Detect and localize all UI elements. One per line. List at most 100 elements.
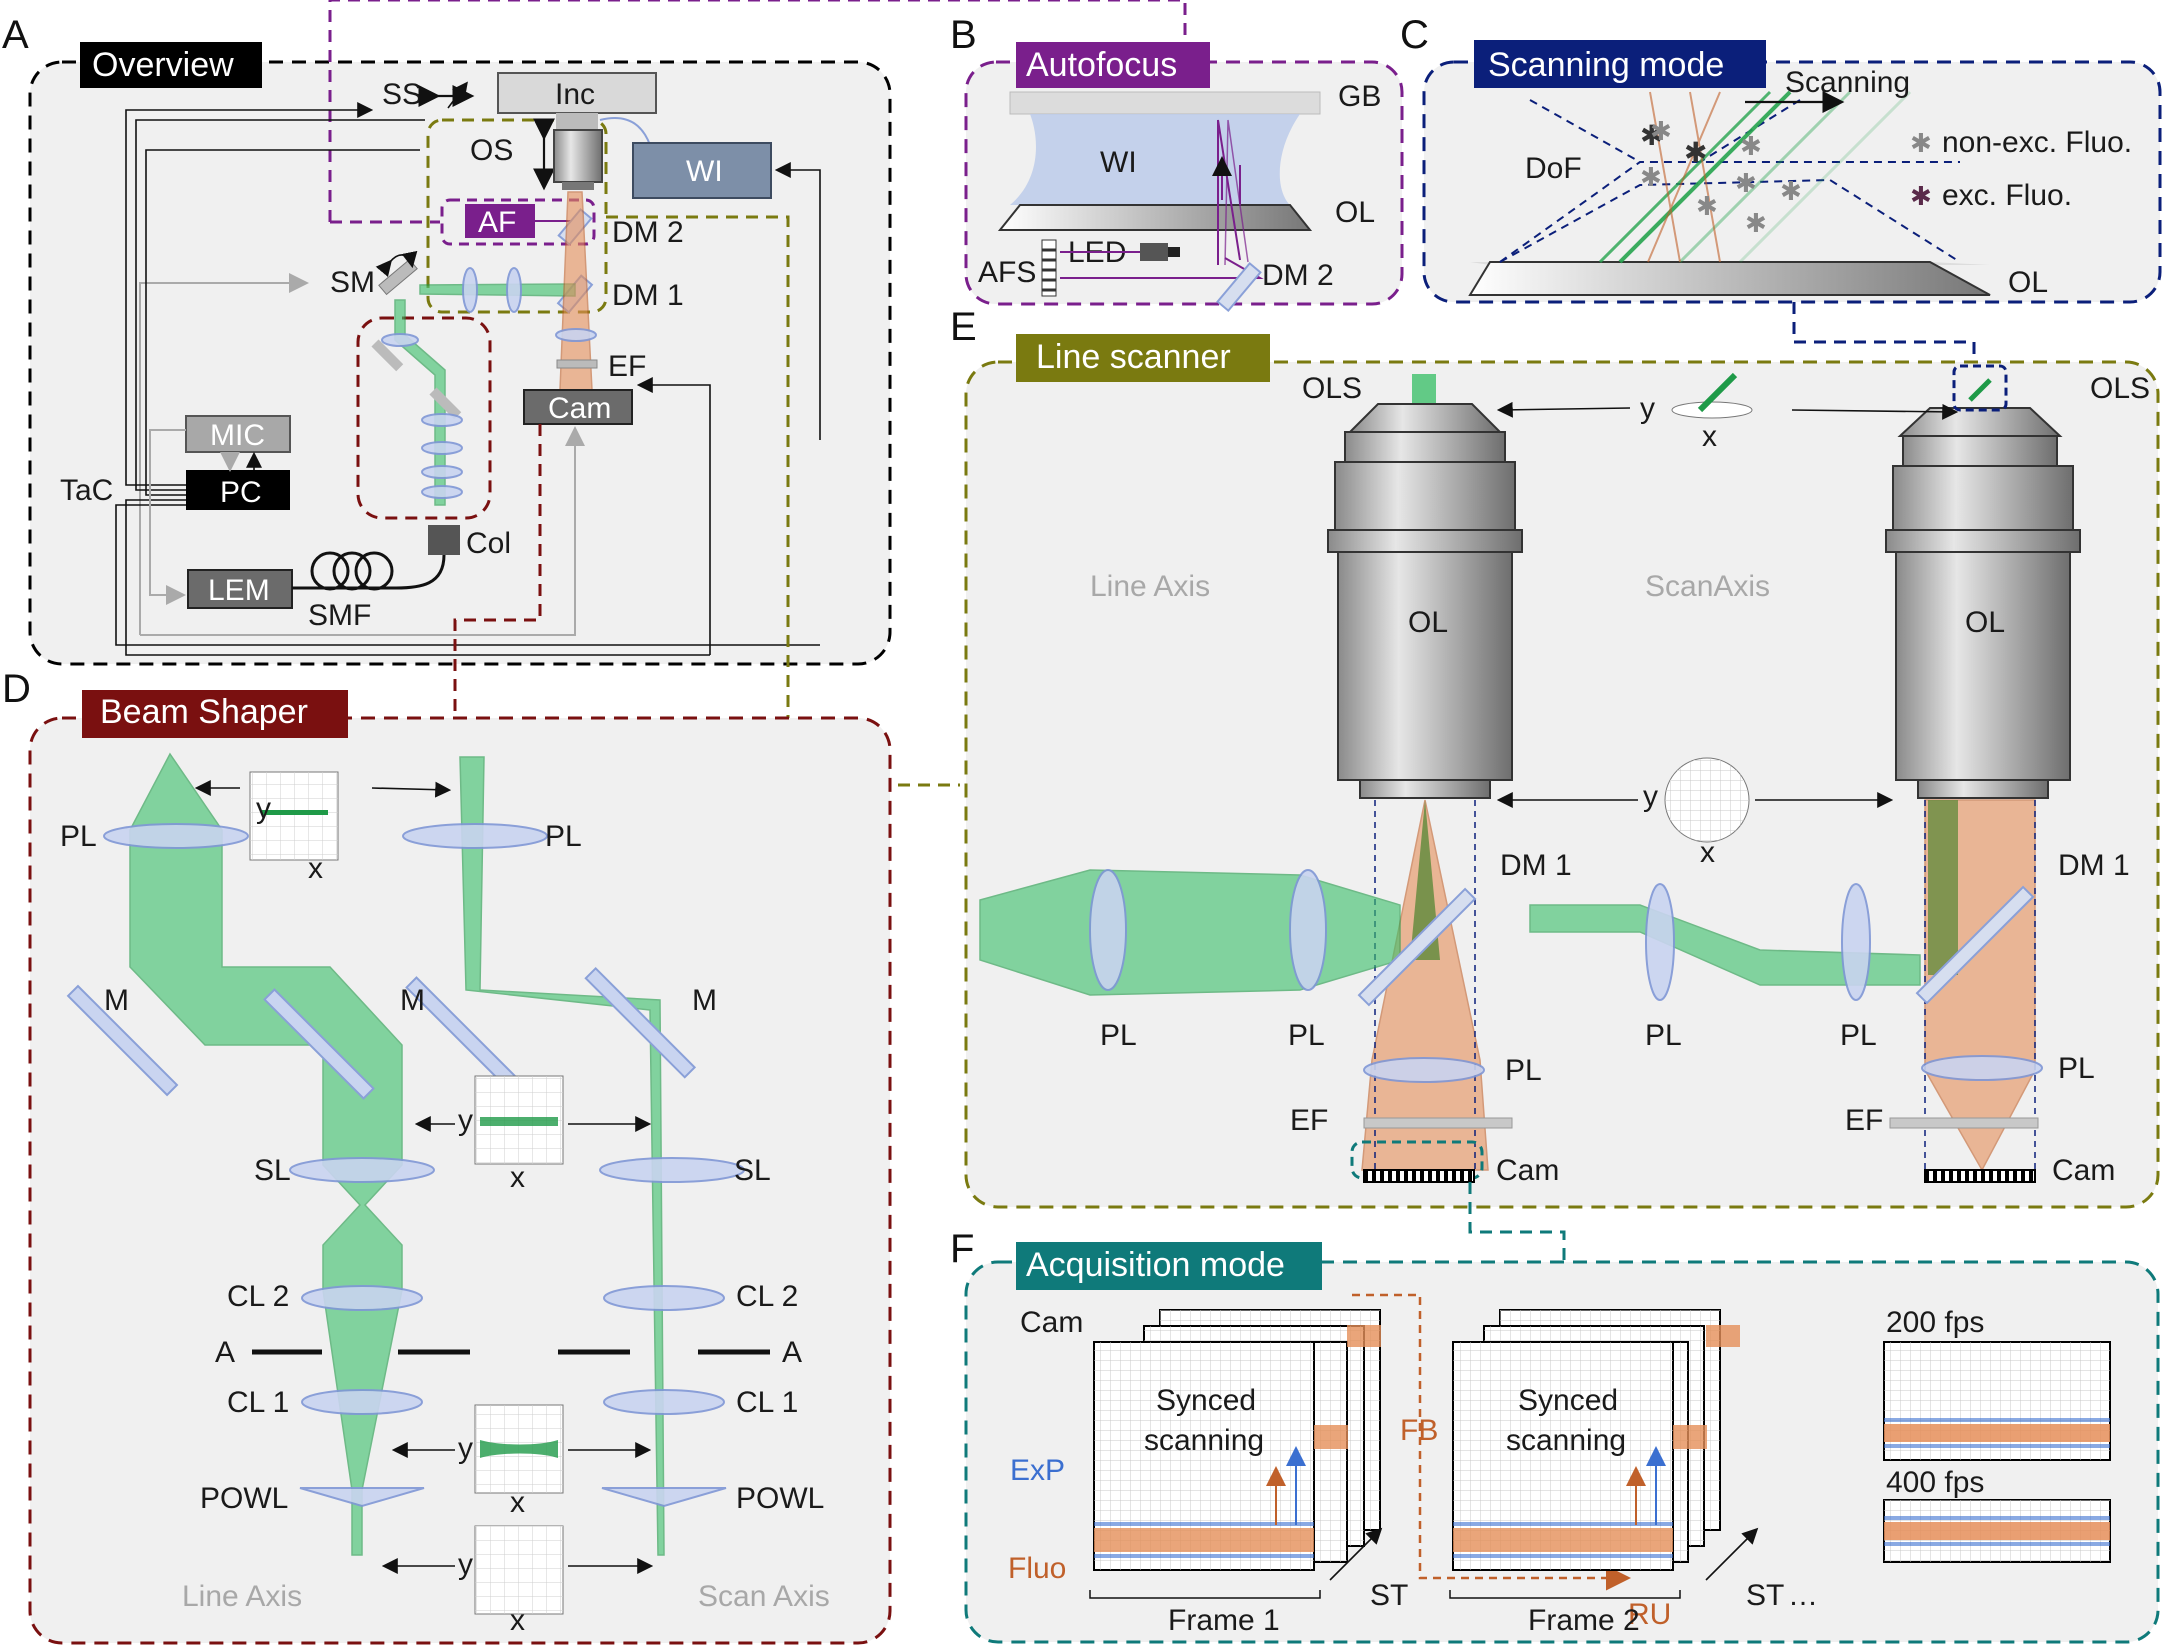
scanning-title-box [1474,40,1766,88]
cam-box [523,389,633,425]
objective-right [1885,407,2081,799]
pl-label-e2: PL [1288,1019,1325,1052]
panel-overview: A Overview Inc SS OS WI AF DM 2 [2,0,1187,787]
svg-text:✱: ✱ [1740,131,1762,161]
panel-letter-c: C [1400,13,1429,57]
frame-stack-1 [1093,1309,1381,1571]
y-label-e2: y [1643,780,1658,813]
cl1-label-d2: CL 1 [736,1386,798,1419]
cam-label-e1: Cam [1496,1154,1559,1187]
connector-line-scanner [606,215,960,787]
synced-label-1a: Synced [1156,1384,1256,1417]
af-label: AF [478,206,516,239]
panel-beam-shaper: D Beam Shaper PL PL y x M M M y x [2,667,892,1645]
pl-label-e5: PL [1840,1019,1877,1052]
sm-label: SM [330,266,375,299]
y-label-d3: y [458,1432,473,1465]
svg-text:✱: ✱ [1684,137,1707,168]
ol-label-e1: OL [1408,606,1448,639]
ol-label-e2: OL [1965,606,2005,639]
svg-text:✱: ✱ [1735,168,1757,198]
led-icon [1140,243,1168,261]
overview-title: Overview [92,46,234,84]
tac-label: TaC [60,474,113,507]
pl-label-e1: PL [1100,1019,1137,1052]
ru-label: RU [1628,1598,1671,1631]
ss-label: SS [382,78,422,111]
sl-label-d1: SL [254,1154,291,1187]
pl-label-d1: PL [60,820,97,853]
beam-shaper-mini-box [356,316,492,520]
svg-text:✱: ✱ [1640,120,1663,151]
connector-autofocus [328,0,1187,222]
lem-label: LEM [208,574,270,607]
ol-label-b: OL [1335,196,1375,229]
pc-box [186,470,290,510]
panel-letter-e: E [950,305,977,349]
dm1-label: DM 1 [612,279,684,312]
autofocus-title: Autofocus [1026,46,1177,84]
beam-shaper-title: Beam Shaper [100,693,308,731]
powl-label-d2: POWL [736,1482,824,1515]
ols-label-e2: OLS [2090,372,2150,405]
objective-icon [553,129,603,183]
fb-label: FB [1400,1414,1438,1447]
lem-box [187,569,293,609]
svg-text:✱: ✱ [1745,208,1767,238]
m-label-d3: M [692,984,717,1017]
fluo-label: Fluo [1008,1552,1066,1585]
m-label-d1: M [104,984,129,1017]
svg-text:✱: ✱ [1910,128,1932,158]
dm2-label-b: DM 2 [1262,259,1334,292]
a-label-d2: A [782,1336,802,1369]
afs-label: AFS [978,256,1036,289]
panel-letter-b: B [950,13,977,57]
powl-label-d1: POWL [200,1482,288,1515]
frame-2-label: Frame 2 [1528,1604,1640,1637]
ellipsis-label: … [1788,1579,1818,1612]
line-axis-label-e: Line Axis [1090,570,1210,603]
ols-label-e1: OLS [1302,372,1362,405]
sl-label-d2: SL [734,1154,771,1187]
wi-box [632,142,772,199]
wi-label-b: WI [1100,146,1137,179]
panel-acquisition-mode: F Acquisition mode Cam ExP Fluo Synced s… [950,1227,2160,1644]
x-label-d1: x [308,852,323,885]
y-label-d1: y [256,792,271,825]
connector-beam-shaper [453,424,542,720]
dof-label: DoF [1525,152,1582,185]
gb-label: GB [1338,80,1381,113]
exp-label: ExP [1010,1454,1065,1487]
overview-frame [28,60,892,666]
svg-text:✱: ✱ [1910,181,1932,211]
cl1-label-d1: CL 1 [227,1386,289,1419]
synced-label-1b: scanning [1144,1424,1264,1457]
dm1-label-e2: DM 1 [2058,849,2130,882]
y-label-d4: y [458,1548,473,1581]
objective-left [1327,374,1523,799]
svg-text:✱: ✱ [1780,176,1802,206]
os-label: OS [470,134,513,167]
x-label-e2: x [1700,836,1715,869]
scanning-title: Scanning mode [1488,46,1724,84]
y-label-e1: y [1640,392,1655,425]
st-label-1: ST [1370,1579,1408,1612]
panel-scanning-mode: C Scanning mode OL DoF Scanning ✱ ✱ ✱ ✱ … [1400,13,2162,372]
collimator-icon [428,525,460,555]
ef-label: EF [608,350,646,383]
panel-letter-d: D [2,667,31,711]
line-scanner-title: Line scanner [1036,338,1231,376]
x-label-e1: x [1702,420,1717,453]
st-label-2: ST [1746,1579,1784,1612]
pl-label-e3: PL [1505,1054,1542,1087]
mic-label: MIC [210,419,265,452]
panel-letter-a: A [2,13,29,57]
m-label-d2: M [400,984,425,1017]
pl-label-e6: PL [2058,1052,2095,1085]
x-label-d2: x [510,1161,525,1194]
frame-1-label: Frame 1 [1168,1604,1280,1637]
y-label-d2: y [458,1104,473,1137]
acquisition-title: Acquisition mode [1026,1246,1285,1284]
pc-label: PC [220,476,262,509]
